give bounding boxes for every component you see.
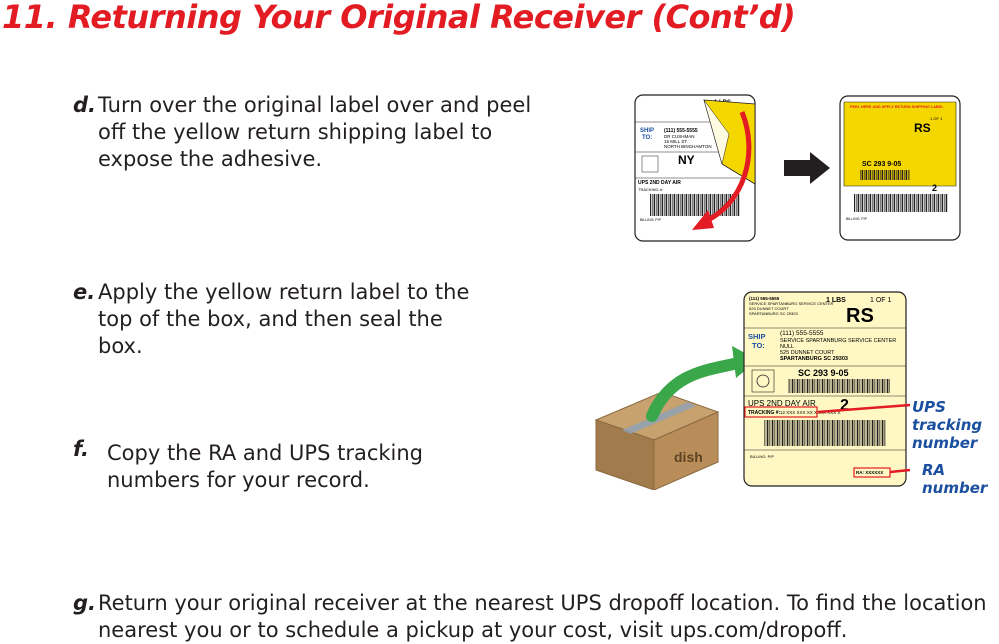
sender-phone: (111) 555-5555	[749, 296, 780, 301]
step-e: e. Apply the yellow return label to the …	[73, 279, 493, 360]
label-service-num: 2	[840, 397, 849, 414]
label-service-code: RS	[846, 305, 874, 327]
yellow-service-code: RS	[914, 121, 931, 135]
label-service: UPS 2ND DAY AIR	[748, 399, 816, 408]
sender-name: SERVICE SPARTANBURG SERVICE CENTER	[749, 301, 834, 306]
label-count: 1 OF 1	[870, 297, 892, 304]
svg-text:(111) 555-5555: (111) 555-5555	[664, 128, 698, 134]
step-e-letter: e.	[73, 280, 96, 304]
peel-label-illustration: 1 LBS SHIP TO: (111) 555-5555 DR CUSHMAN…	[634, 94, 961, 242]
sender-street: 525 DUNNET COURT	[749, 306, 789, 311]
label-ra-box: RA: XXXXXX	[856, 470, 883, 475]
step-g: g. Return your original receiver at the …	[73, 590, 993, 644]
svg-text:UPS 2ND DAY AIR: UPS 2ND DAY AIR	[638, 180, 681, 186]
label-ship-city: SPARTANBURG SC 29303	[780, 356, 848, 362]
callout-ra-number: RA number	[922, 461, 988, 497]
label-weight: 1 LBS	[826, 297, 846, 304]
svg-text:TO:: TO:	[642, 135, 652, 141]
step-f-letter: f.	[73, 437, 89, 461]
label-ship-name: SERVICE SPARTANBURG SERVICE CENTER	[780, 338, 896, 344]
peel-text: PEEL HERE AND APPLY RETURN SHIPPING LABE…	[850, 105, 944, 109]
box-brand: dish	[674, 449, 703, 465]
label-phone: (111) 555-5555	[780, 330, 824, 337]
sender-city: SPARTANBURG SC 29303	[749, 311, 798, 316]
svg-text:SHIP: SHIP	[640, 128, 654, 134]
label-tracking-label: TRACKING #:	[748, 410, 781, 416]
yellow-routing: SC 293 9-05	[862, 161, 901, 168]
svg-text:TRACKING #:: TRACKING #:	[638, 187, 663, 192]
step-g-text: Return your original receiver at the nea…	[98, 591, 987, 642]
apply-label-illustration: dish (111) 555-5555 SERVICE SPARTANBURG …	[594, 291, 910, 490]
label-ship-street: 525 DUNNET COURT	[780, 350, 835, 356]
label-routing: SC 293 9-05	[798, 368, 849, 378]
svg-text:TO:: TO:	[752, 341, 765, 350]
label-ship-attn: NULL	[780, 344, 794, 350]
svg-text:2: 2	[932, 183, 937, 193]
arrow-right-icon	[784, 152, 830, 184]
orig-nyc: NY	[678, 153, 695, 167]
step-e-text: Apply the yellow return label to the top…	[98, 280, 470, 358]
label-billing: BILLING: P/P	[750, 454, 774, 459]
svg-text:NORTH BINGHAMTON: NORTH BINGHAMTON	[664, 144, 712, 149]
svg-text:BILLING: P/P: BILLING: P/P	[640, 218, 662, 222]
orig-barcode	[650, 194, 740, 216]
svg-text:BILLING: P/P: BILLING: P/P	[846, 217, 868, 221]
svg-text:DR CUSHMAN: DR CUSHMAN	[664, 134, 695, 139]
step-d-letter: d.	[73, 93, 97, 117]
step-f: f. Copy the RA and UPS tracking numbers …	[73, 437, 433, 494]
page-title: 11. Returning Your Original Receiver (Co…	[2, 0, 796, 36]
step-g-letter: g.	[73, 591, 97, 615]
step-f-text: Copy the RA and UPS tracking numbers for…	[107, 441, 424, 492]
step-d: d. Turn over the original label over and…	[73, 92, 573, 173]
svg-text:SHIP: SHIP	[748, 332, 766, 341]
svg-text:1 OF 1: 1 OF 1	[930, 116, 943, 121]
svg-text:15 MILL ST.: 15 MILL ST.	[664, 139, 688, 144]
label-tracking: 12 XXX XXX XX XXXX XXX X	[780, 410, 841, 415]
step-d-text: Turn over the original label over and pe…	[98, 93, 532, 171]
callout-ups-tracking: UPS tracking number	[912, 398, 983, 452]
